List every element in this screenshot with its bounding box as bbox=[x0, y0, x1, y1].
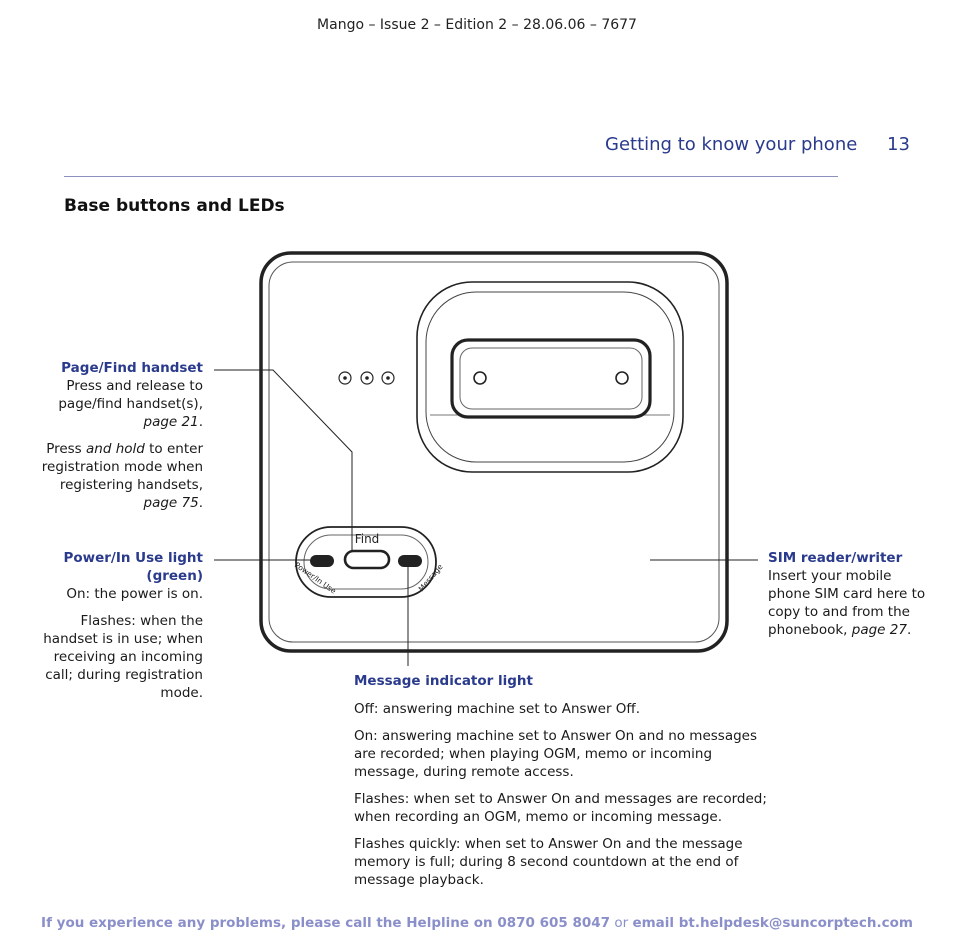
control-panel-inner bbox=[303, 534, 429, 590]
sim-reader-slot bbox=[450, 338, 652, 419]
sim-reader-inner bbox=[459, 347, 643, 410]
message-led bbox=[398, 555, 422, 567]
callout-heading: Power/In Use light (green) bbox=[63, 550, 203, 584]
find-label: Find bbox=[355, 532, 380, 546]
cradle-inner bbox=[425, 291, 675, 463]
base-body-inner bbox=[268, 261, 720, 643]
sim-reader-contact-left bbox=[473, 371, 487, 385]
sim-reader-contact-right bbox=[615, 371, 629, 385]
document-info-header: Mango – Issue 2 – Edition 2 – 28.06.06 –… bbox=[317, 17, 637, 33]
callout-sim-reader: SIM reader/writer Insert your mobile pho… bbox=[768, 550, 926, 638]
callout-message-indicator: Message indicator light Off: answering m… bbox=[354, 673, 767, 888]
header-rule bbox=[64, 176, 838, 177]
page-number: 13 bbox=[887, 134, 910, 155]
helpline-footer: If you experience any problems, please c… bbox=[41, 915, 913, 931]
power-in-use-led bbox=[310, 555, 334, 567]
callout-heading: Page/Find handset bbox=[61, 360, 203, 376]
callout-page-find: Page/Find handset Press and release to p… bbox=[41, 360, 203, 511]
helpline-email: email bt.helpdesk@suncorptech.com bbox=[632, 915, 913, 931]
callout-heading: SIM reader/writer bbox=[768, 550, 903, 566]
helpline-phone: 0870 605 8047 bbox=[497, 915, 611, 931]
page-title: Base buttons and LEDs bbox=[64, 196, 285, 216]
leader-line-page-find bbox=[214, 369, 353, 552]
find-button[interactable] bbox=[343, 549, 391, 570]
callout-heading: Message indicator light bbox=[354, 673, 534, 689]
callout-power-in-use: Power/In Use light (green) On: the power… bbox=[43, 550, 203, 701]
section-title: Getting to know your phone bbox=[605, 134, 858, 155]
